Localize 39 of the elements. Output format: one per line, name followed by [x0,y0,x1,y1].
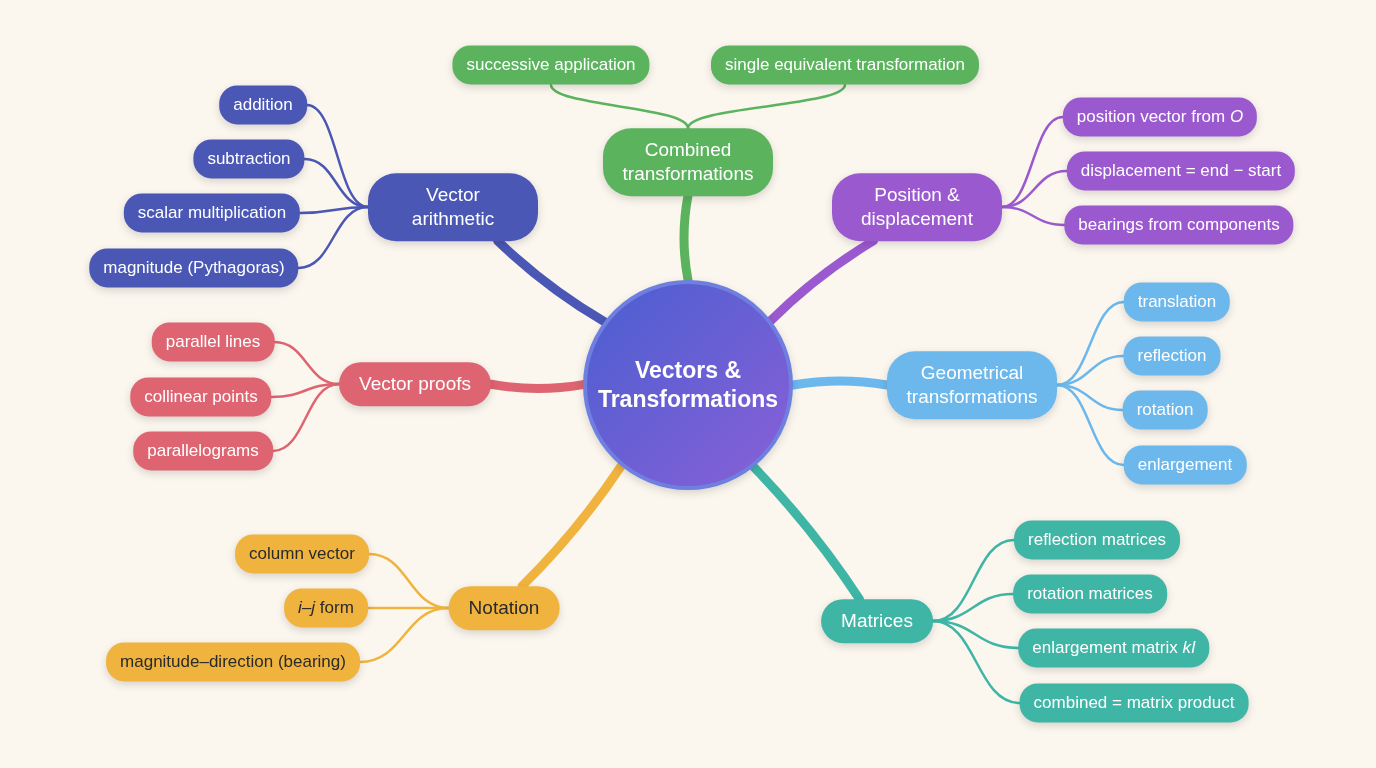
subtopic-pill: successive application [452,45,650,85]
branch-topic-pill: Vector proofs [339,362,491,406]
subtopic-pill: combined = matrix product [1019,683,1249,723]
branch-topic-pill: Position & displacement [832,173,1002,241]
subtopic-pill: i–j form [284,588,368,628]
connector-line [686,83,847,130]
subtopic-pill: enlargement matrix kI [1018,628,1210,668]
subtopic-pill: rotation matrices [1013,574,1167,614]
subtopic-pill: reflection [1123,336,1221,376]
connector-line [297,205,370,270]
branch-topic-pill: Matrices [821,599,933,643]
subtopic-pill: reflection matrices [1014,520,1180,560]
subtopic-pill: collinear points [130,377,272,417]
subtopic-pill: parallel lines [151,322,275,362]
subtopic-pill: magnitude–direction (bearing) [106,642,360,682]
connector-line [549,83,690,130]
subtopic-pill: rotation [1122,390,1208,430]
subtopic-pill: addition [219,85,307,125]
central-topic-circle: Vectors & Transformations [583,280,793,490]
connector-line [1055,383,1125,467]
branch-topic-pill: Geometrical transformations [887,351,1057,419]
subtopic-pill: column vector [235,534,369,574]
connector-line [271,382,341,453]
subtopic-pill: parallelograms [133,431,273,471]
subtopic-pill: enlargement [1123,445,1247,485]
subtopic-pill: position vector from O [1062,97,1258,137]
subtopic-pill: single equivalent transformation [711,45,979,85]
connector-line [931,619,1021,705]
branch-topic-pill: Notation [448,586,560,630]
branch-topic-pill: Combined transformations [603,128,773,196]
subtopic-pill: translation [1123,282,1231,322]
subtopic-pill: magnitude (Pythagoras) [89,248,299,288]
connector-line [358,606,450,664]
subtopic-pill: scalar multiplication [123,193,301,233]
subtopic-pill: subtraction [193,139,305,179]
branch-topic-pill: Vector arithmetic [368,173,538,241]
connector-line [1000,205,1066,227]
subtopic-pill: bearings from components [1064,205,1294,245]
subtopic-pill: displacement = end − start [1066,151,1296,191]
